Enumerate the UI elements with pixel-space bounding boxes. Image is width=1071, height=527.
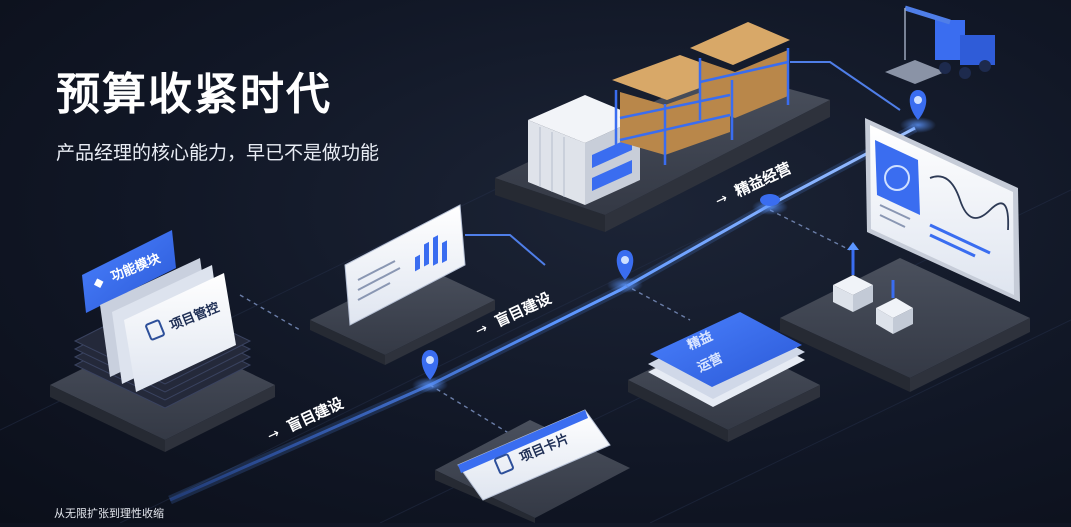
globe-icon xyxy=(884,165,910,191)
arrow-right-icon: → xyxy=(713,190,731,210)
server-stack-icon xyxy=(833,242,913,334)
footer-caption: 从无限扩张到理性收缩 xyxy=(54,507,164,520)
dashed-connectors xyxy=(239,209,851,441)
project-control-card-stack[interactable]: 项目管控 xyxy=(100,258,236,392)
location-pin-icon xyxy=(607,250,643,293)
blue-tile-stack[interactable]: 精益 运营 xyxy=(648,312,805,407)
location-pin-icon xyxy=(412,350,448,393)
headline: 预算收紧时代 xyxy=(56,69,332,120)
solid-connectors xyxy=(465,61,901,266)
platform-bar-chart xyxy=(310,265,495,365)
location-pin-icon xyxy=(900,90,936,133)
arrow-right-icon: → xyxy=(473,320,491,340)
bar-chart-card[interactable] xyxy=(344,204,466,326)
project-card[interactable]: 项目卡片 xyxy=(457,409,611,501)
shelf-icon xyxy=(612,22,790,165)
subheadline: 产品经理的核心能力，早已不是做功能 xyxy=(56,142,380,164)
crane-icon xyxy=(885,5,995,84)
bar-chart-icon xyxy=(415,235,447,272)
storage-container-icon xyxy=(528,95,640,205)
line-chart xyxy=(929,175,1010,231)
document-icon xyxy=(145,319,165,341)
document-icon xyxy=(494,453,514,475)
dashboard-screen[interactable] xyxy=(865,118,1020,302)
chart-arrow-icon: ◆ xyxy=(92,274,106,291)
arrow-right-icon: → xyxy=(265,425,283,445)
location-pin-icon xyxy=(752,194,788,215)
